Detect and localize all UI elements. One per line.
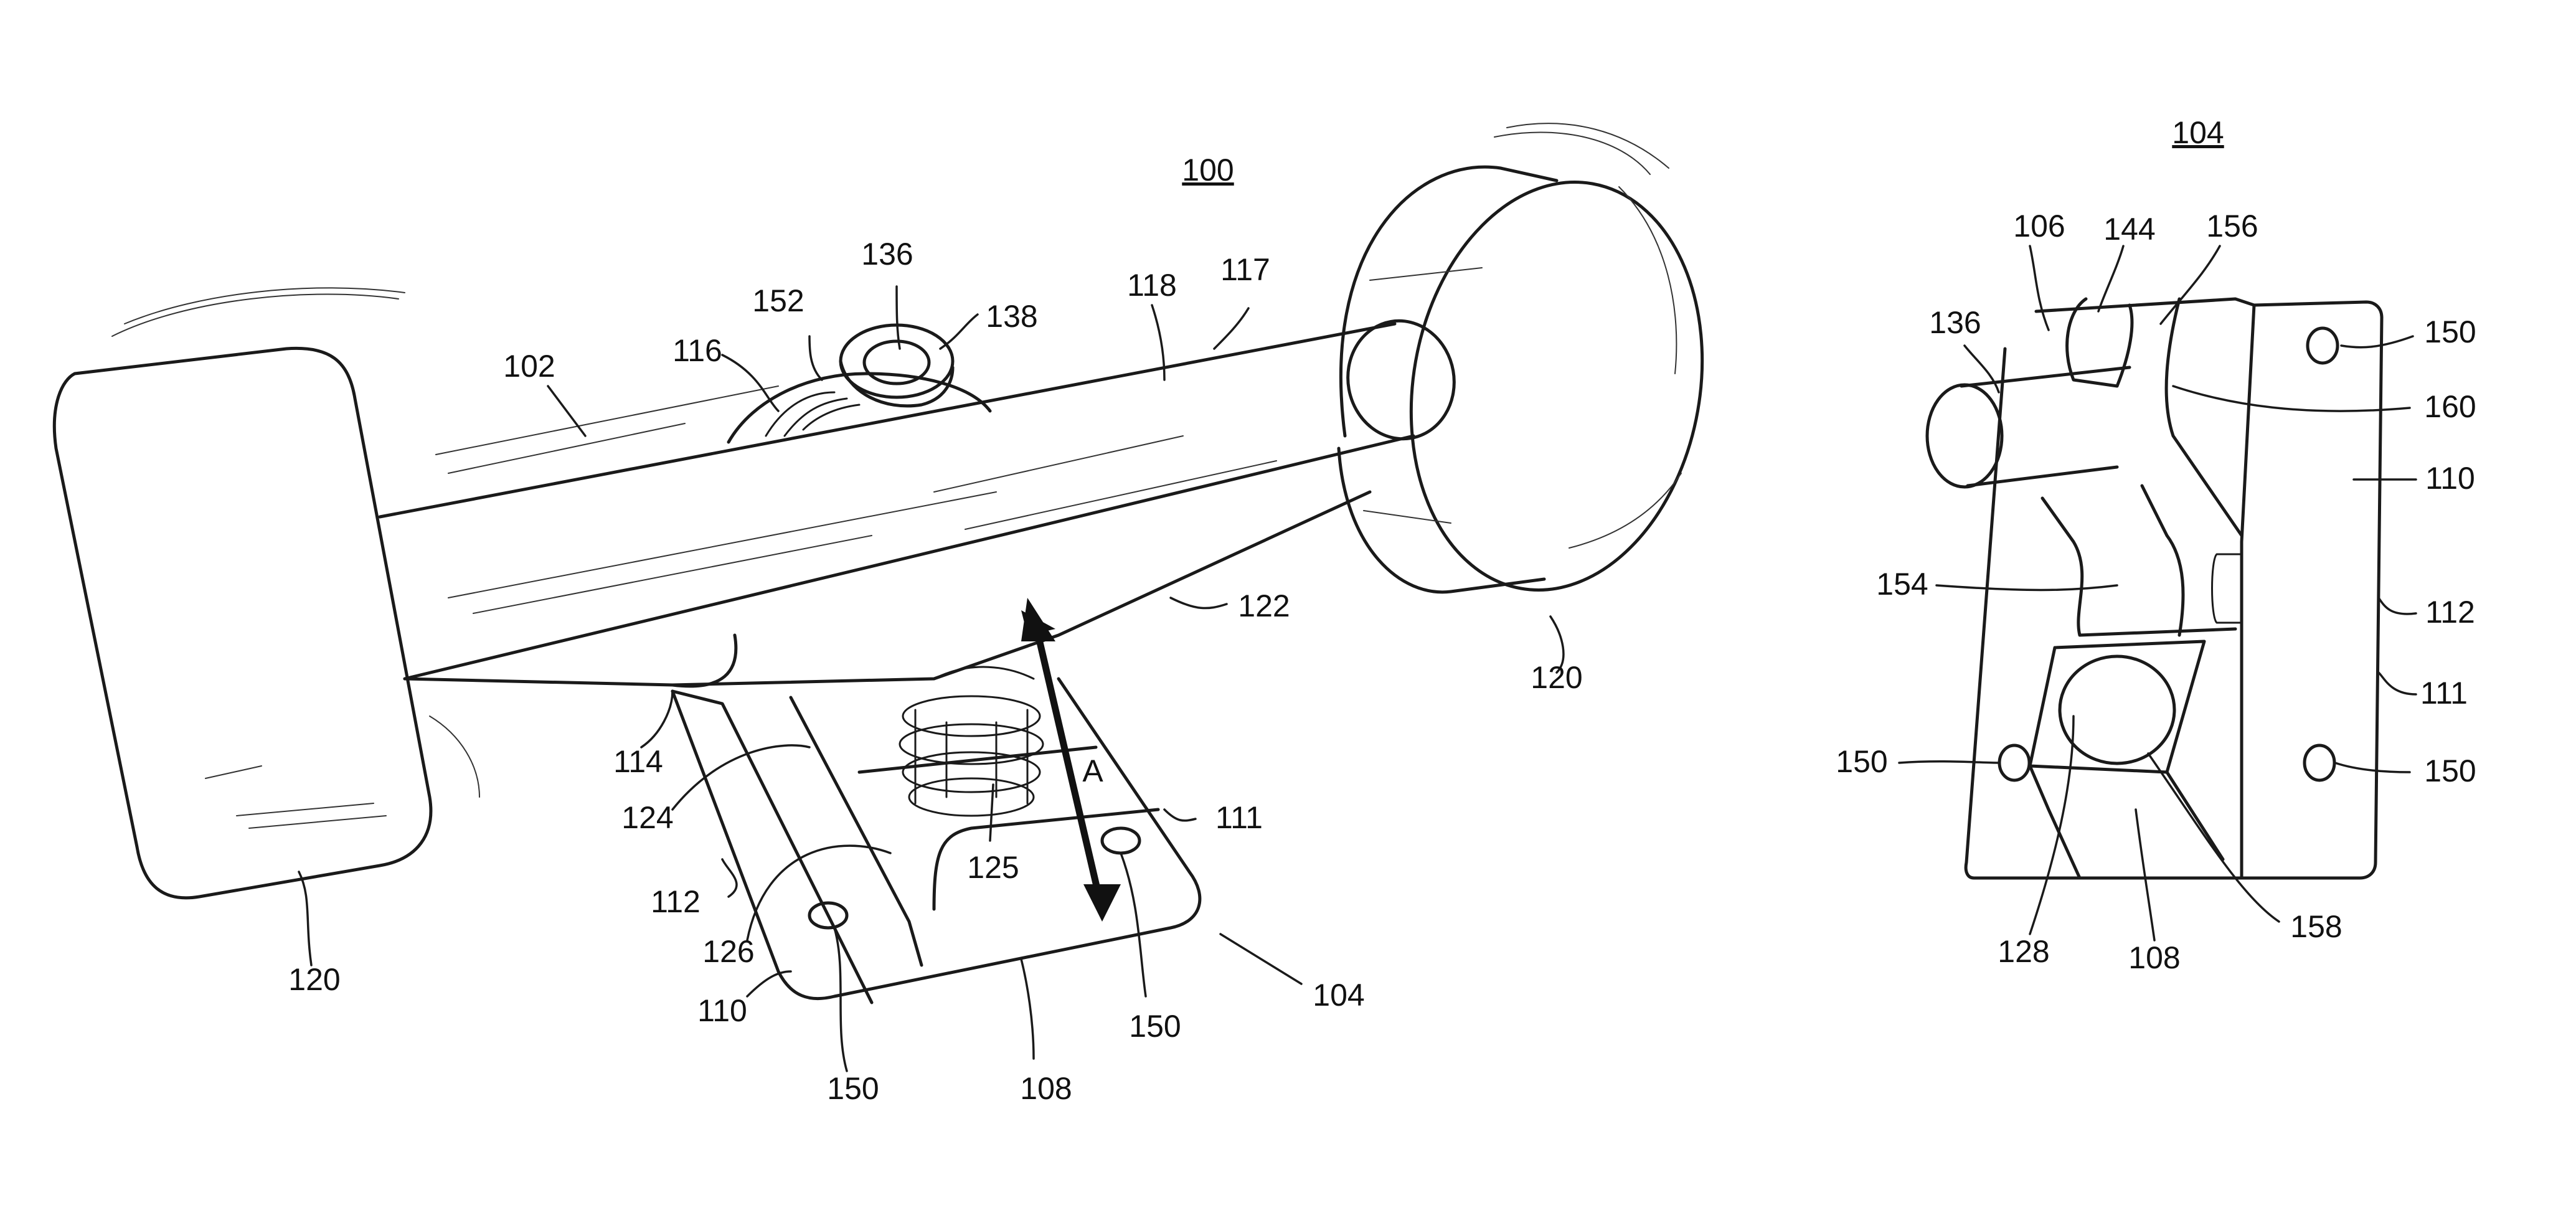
label-r-hole-right: 150 bbox=[2424, 753, 2476, 788]
label-hanger-arm: 122 bbox=[1238, 588, 1290, 623]
label-axle: 117 bbox=[1220, 252, 1270, 287]
label-axis-a: A bbox=[1082, 753, 1103, 788]
label-r-slot: 144 bbox=[2103, 212, 2155, 247]
right-wheel bbox=[1337, 123, 1704, 594]
label-r-edge: 112 bbox=[2425, 595, 2475, 630]
label-r-pin: 136 bbox=[1929, 305, 1981, 340]
label-baseplate: 104 bbox=[1313, 978, 1364, 1013]
label-bushing-seat: 152 bbox=[752, 283, 804, 318]
hanger-axle bbox=[378, 319, 1456, 681]
label-spring: 125 bbox=[967, 850, 1019, 885]
label-hanger: 118 bbox=[1127, 268, 1177, 303]
label-r-face: 111 bbox=[2420, 676, 2468, 711]
label-axle-assembly: 102 bbox=[503, 349, 555, 384]
label-wheel-right: 120 bbox=[1531, 660, 1582, 695]
title-baseplate-view: 104 bbox=[2172, 115, 2224, 150]
hanger-body bbox=[403, 490, 1372, 688]
label-r-socket: 128 bbox=[1998, 934, 2049, 969]
label-mount-hole-right: 150 bbox=[1129, 1009, 1181, 1044]
label-base-top: 111 bbox=[1215, 800, 1263, 835]
spring-bushing bbox=[899, 695, 1044, 817]
left-wheel bbox=[52, 287, 480, 900]
truck-assembly-drawing bbox=[52, 123, 1704, 1072]
axis-arrow-a bbox=[1021, 598, 1121, 922]
label-r-side: 110 bbox=[2425, 461, 2475, 496]
label-kingpin-nut: 124 bbox=[621, 800, 673, 835]
label-wheel-left: 120 bbox=[288, 962, 340, 997]
label-base-front: 108 bbox=[1020, 1071, 1072, 1106]
label-base-edge: 112 bbox=[651, 884, 701, 919]
label-mount-hole-left: 150 bbox=[827, 1071, 879, 1106]
label-hanger-base: 114 bbox=[613, 744, 663, 779]
label-base-side: 110 bbox=[697, 993, 747, 1028]
label-r-front: 108 bbox=[2128, 940, 2180, 975]
label-pivot-ring: 138 bbox=[986, 299, 1037, 334]
leader-lines bbox=[298, 285, 1565, 1072]
baseplate-detail-drawing bbox=[1898, 245, 2417, 942]
label-r-cup: 158 bbox=[2290, 909, 2342, 944]
label-r-channel: 154 bbox=[1876, 567, 1928, 602]
baseplate-left bbox=[671, 677, 1202, 1004]
label-r-pin-body: 160 bbox=[2424, 389, 2476, 424]
title-main-assembly: 100 bbox=[1182, 153, 1234, 187]
label-r-top-wall: 106 bbox=[2013, 209, 2065, 243]
label-r-rib: 156 bbox=[2206, 209, 2258, 243]
labels: 100 104 102 116 152 136 138 118 117 122 … bbox=[288, 115, 2476, 1106]
label-r-hole-top: 150 bbox=[2424, 314, 2476, 349]
label-r-hole-left: 150 bbox=[1836, 744, 1887, 779]
label-bushing: 126 bbox=[702, 934, 754, 969]
label-pivot-cup: 116 bbox=[672, 333, 722, 368]
label-pivot-pin: 136 bbox=[861, 237, 913, 272]
